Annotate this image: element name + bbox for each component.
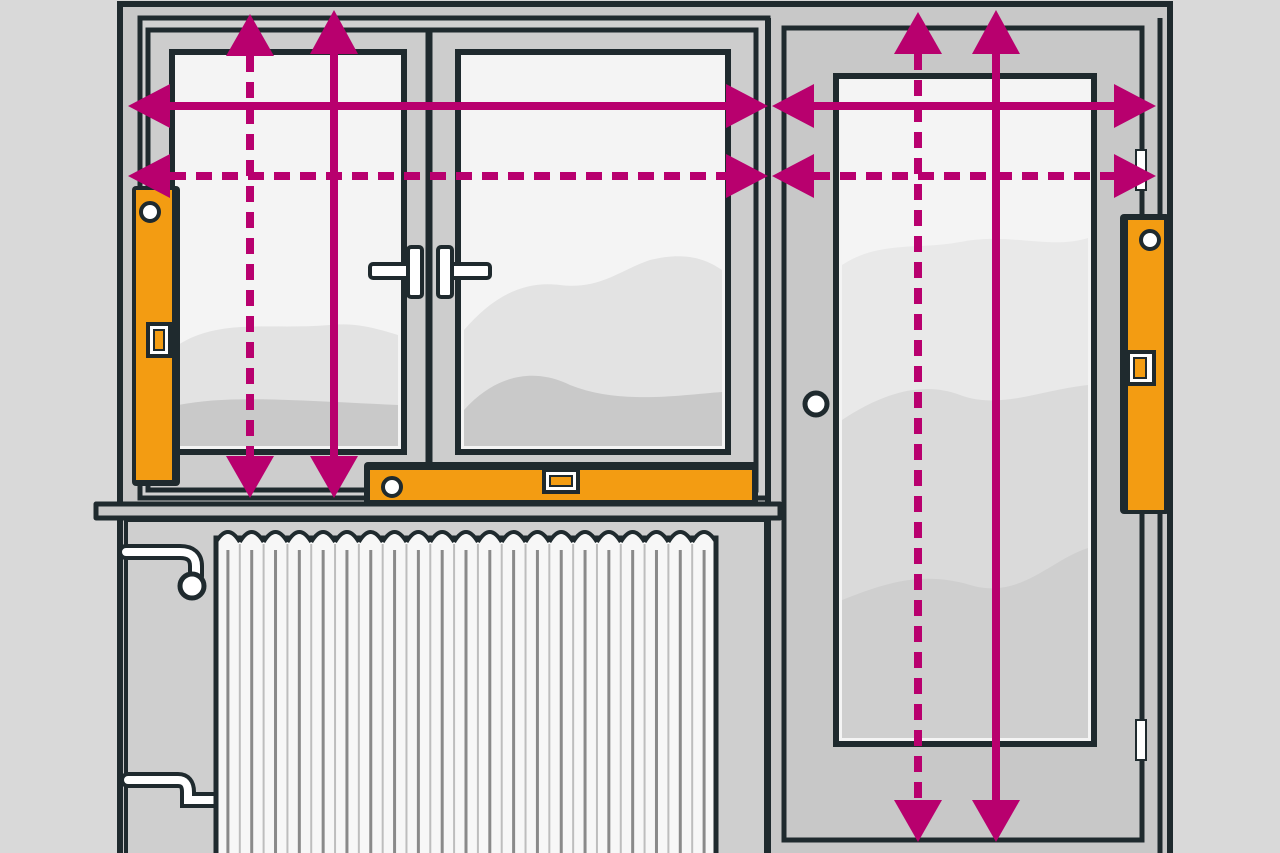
radiator-fin-cap (428, 530, 456, 544)
arrowhead-icon (1114, 84, 1156, 128)
window-sill (93, 501, 783, 521)
arrowhead-icon (726, 154, 768, 198)
radiator-fin-cap (238, 530, 266, 544)
window-handle-right-icon (436, 245, 492, 299)
spirit-level-left-icon (132, 186, 180, 486)
arrowhead-icon (1114, 154, 1156, 198)
radiator-fin-cap (380, 530, 409, 544)
radiator-fin-cap (619, 530, 647, 544)
radiator-pipe-bottom-icon (120, 772, 224, 808)
arrowhead-icon (772, 84, 814, 128)
radiator-fin-cap (571, 530, 599, 544)
radiator-fin-cap (261, 530, 290, 544)
radiator-fin-cap (499, 530, 528, 544)
arrowhead-icon (726, 84, 768, 128)
radiator-pipe-top-icon (118, 544, 207, 601)
radiator-fin-cap (333, 530, 361, 544)
window-handle-left-icon (368, 245, 424, 299)
radiator-fin-cap (309, 530, 337, 544)
radiator-fin-cap (642, 530, 671, 544)
radiator-fin-cap (285, 530, 313, 544)
radiator-fin-cap (476, 530, 504, 544)
arrowhead-icon (226, 456, 274, 498)
radiator-fin-cap (404, 530, 433, 544)
arrowhead-icon (772, 154, 814, 198)
spirit-level-sill-icon (364, 462, 758, 506)
measurement-arrows (128, 10, 1156, 842)
radiator-fin-cap (214, 530, 242, 544)
arrowhead-icon (894, 12, 942, 54)
radiator-fin-cap (452, 530, 480, 544)
radiator-fin-cap (690, 530, 718, 544)
radiator-fin-cap (523, 530, 552, 544)
arrowhead-icon (310, 456, 358, 498)
arrowhead-icon (894, 800, 942, 842)
radiator-fin-cap (547, 530, 575, 544)
door-knob-icon (802, 390, 830, 418)
arrowhead-icon (128, 84, 170, 128)
arrowhead-icon (226, 14, 274, 56)
window-right-sash (427, 27, 759, 493)
radiator-fin-cap (357, 530, 385, 544)
arrowhead-icon (972, 800, 1020, 842)
radiator-icon (213, 530, 719, 853)
window-left-sash (145, 27, 431, 493)
radiator-fin-cap (666, 530, 694, 544)
door (781, 25, 1147, 843)
arrowhead-icon (310, 10, 358, 54)
arrowhead-icon (972, 10, 1020, 54)
radiator-fin-cap (595, 530, 623, 544)
spirit-level-right-icon (1120, 214, 1170, 514)
arrowhead-icon (128, 154, 170, 198)
